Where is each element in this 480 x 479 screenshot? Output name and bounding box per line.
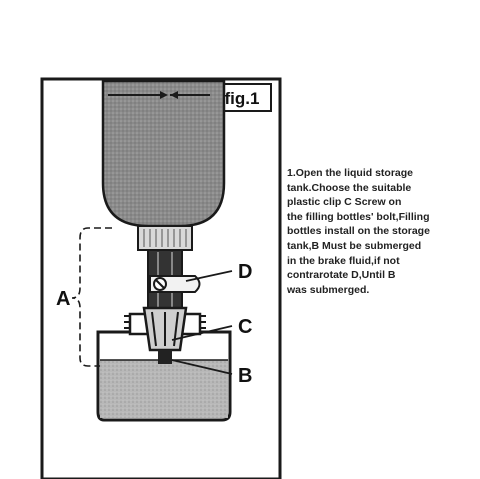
leader-d: [185, 270, 233, 282]
instruction-line: tank,B Must be submerged: [287, 239, 422, 252]
instruction-line: contrarotate D,Until B: [287, 269, 396, 282]
instruction-line: the filling bottles' bolt,Filling: [287, 210, 430, 223]
fill-tip-b: [158, 350, 172, 364]
figure-title: fig.1: [225, 89, 260, 108]
label-c: C: [238, 316, 252, 338]
label-a: A: [56, 288, 70, 310]
filling-bottle: [101, 79, 226, 228]
label-d: D: [238, 261, 252, 283]
instructions-text: 1.Open the liquid storage tank.Choose th…: [287, 166, 473, 297]
instruction-line: in the brake fluid,if not: [287, 254, 400, 267]
instruction-line: plastic clip C Screw on: [287, 196, 402, 209]
bracket-a: [71, 227, 112, 367]
bottle-cap: [137, 225, 193, 251]
label-b: B: [238, 365, 252, 387]
leader-b: [171, 359, 233, 375]
leader-c: [171, 325, 233, 341]
instruction-line: was submerged.: [287, 283, 370, 296]
instruction-line: tank.Choose the suitable: [287, 181, 412, 194]
instruction-line: bottles install on the storage: [287, 225, 430, 238]
brake-fluid: [100, 360, 228, 418]
figure-frame: [40, 77, 282, 479]
instruction-line: 1.Open the liquid storage: [287, 167, 414, 179]
